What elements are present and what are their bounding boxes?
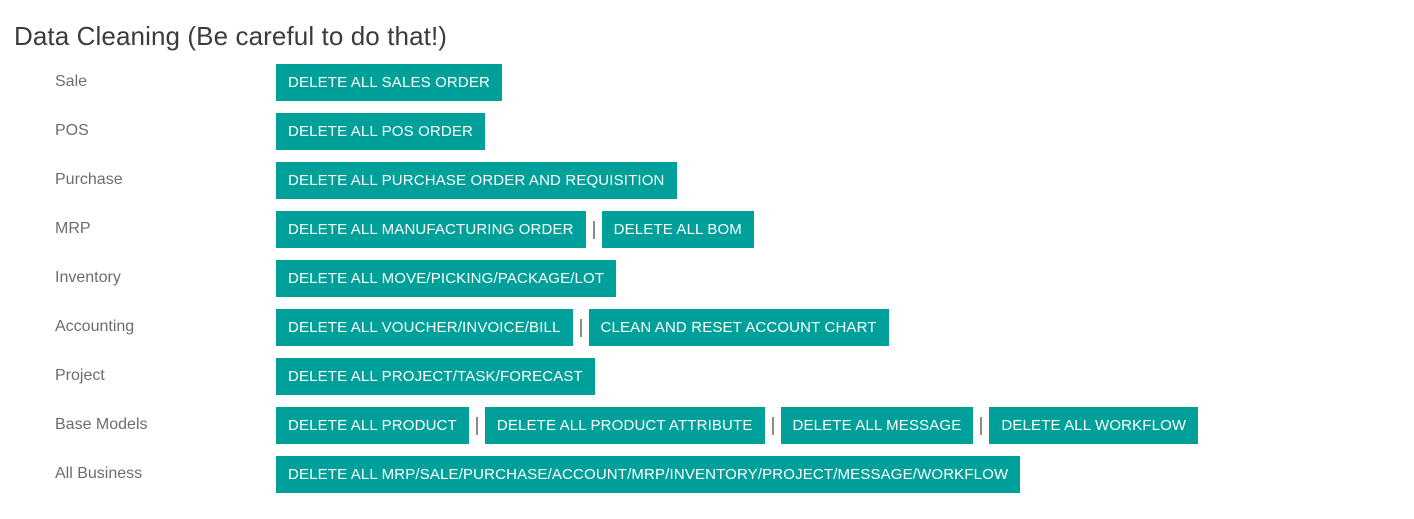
- button-separator: [771, 416, 774, 435]
- table-row: Inventory DELETE ALL MOVE/PICKING/PACKAGE…: [0, 258, 1414, 307]
- row-button-group: DELETE ALL SALES ORDER: [276, 64, 502, 101]
- action-button-delete-all-manufacturing-order[interactable]: DELETE ALL MANUFACTURING ORDER: [276, 211, 586, 248]
- button-separator: [579, 318, 582, 337]
- table-row: Project DELETE ALL PROJECT/TASK/FORECAST: [0, 356, 1414, 405]
- action-button-delete-all-product-attribute[interactable]: DELETE ALL PRODUCT ATTRIBUTE: [484, 407, 765, 444]
- row-label-accounting: Accounting: [55, 318, 135, 335]
- row-label-inventory: Inventory: [55, 269, 121, 286]
- action-button-delete-all-message[interactable]: DELETE ALL MESSAGE: [780, 407, 974, 444]
- button-separator: [980, 416, 983, 435]
- table-row: POS DELETE ALL POS ORDER: [0, 111, 1414, 160]
- table-row: Sale DELETE ALL SALES ORDER: [0, 62, 1414, 111]
- action-button-delete-all-purchase-order-and-requisition[interactable]: DELETE ALL PURCHASE ORDER AND REQUISITIO…: [276, 162, 677, 199]
- action-button-delete-all-bom[interactable]: DELETE ALL BOM: [601, 211, 754, 248]
- cleaning-action-rows: Sale DELETE ALL SALES ORDER POS DELETE ALL …: [0, 62, 1414, 503]
- table-row: Purchase DELETE ALL PURCHASE ORDER AND RE…: [0, 160, 1414, 209]
- button-separator: [475, 416, 478, 435]
- action-button-delete-all-product[interactable]: DELETE ALL PRODUCT: [276, 407, 469, 444]
- action-button-delete-all-voucher-invoice-bill[interactable]: DELETE ALL VOUCHER/INVOICE/BILL: [276, 309, 573, 346]
- button-separator: [592, 220, 595, 239]
- row-button-group: DELETE ALL MRP/SALE/PURCHASE/ACCOUNT/MRP…: [276, 456, 1021, 493]
- page-title: Data Cleaning (Be careful to do that!): [14, 21, 448, 51]
- row-label-purchase: Purchase: [55, 171, 123, 188]
- row-button-group: DELETE ALL VOUCHER/INVOICE/BILL CLEAN AND…: [276, 309, 889, 346]
- row-button-group: DELETE ALL POS ORDER: [276, 113, 486, 150]
- action-button-delete-all-sales-order[interactable]: DELETE ALL SALES ORDER: [276, 64, 502, 101]
- table-row: Accounting DELETE ALL VOUCHER/INVOICE/BIL…: [0, 307, 1414, 356]
- action-button-delete-all-pos-order[interactable]: DELETE ALL POS ORDER: [276, 113, 486, 150]
- row-button-group: DELETE ALL PURCHASE ORDER AND REQUISITIO…: [276, 162, 677, 199]
- action-button-clean-and-reset-account-chart[interactable]: CLEAN AND RESET ACCOUNT CHART: [588, 309, 889, 346]
- row-label-mrp: MRP: [55, 220, 91, 237]
- action-button-delete-all-move-picking-package-lot[interactable]: DELETE ALL MOVE/PICKING/PACKAGE/LOT: [276, 260, 617, 297]
- row-button-group: DELETE ALL PROJECT/TASK/FORECAST: [276, 358, 595, 395]
- row-button-group: DELETE ALL MANUFACTURING ORDER DELETE ALL…: [276, 211, 754, 248]
- row-button-group: DELETE ALL MOVE/PICKING/PACKAGE/LOT: [276, 260, 617, 297]
- table-row: All Business DELETE ALL MRP/SALE/PURCHASE…: [0, 454, 1414, 503]
- row-label-sale: Sale: [55, 73, 88, 90]
- row-label-all-business: All Business: [55, 465, 143, 482]
- row-label-project: Project: [55, 367, 105, 384]
- action-button-delete-all-workflow[interactable]: DELETE ALL WORKFLOW: [989, 407, 1199, 444]
- action-button-delete-all-project-task-forecast[interactable]: DELETE ALL PROJECT/TASK/FORECAST: [276, 358, 595, 395]
- action-button-delete-all-mrp-sale-purchase-account-mrp-inventory-project-message-workflow[interactable]: DELETE ALL MRP/SALE/PURCHASE/ACCOUNT/MRP…: [276, 456, 1021, 493]
- row-button-group: DELETE ALL PRODUCT DELETE ALL PRODUCT ATT…: [276, 407, 1199, 444]
- row-label-pos: POS: [55, 122, 89, 139]
- row-label-base-models: Base Models: [55, 416, 148, 433]
